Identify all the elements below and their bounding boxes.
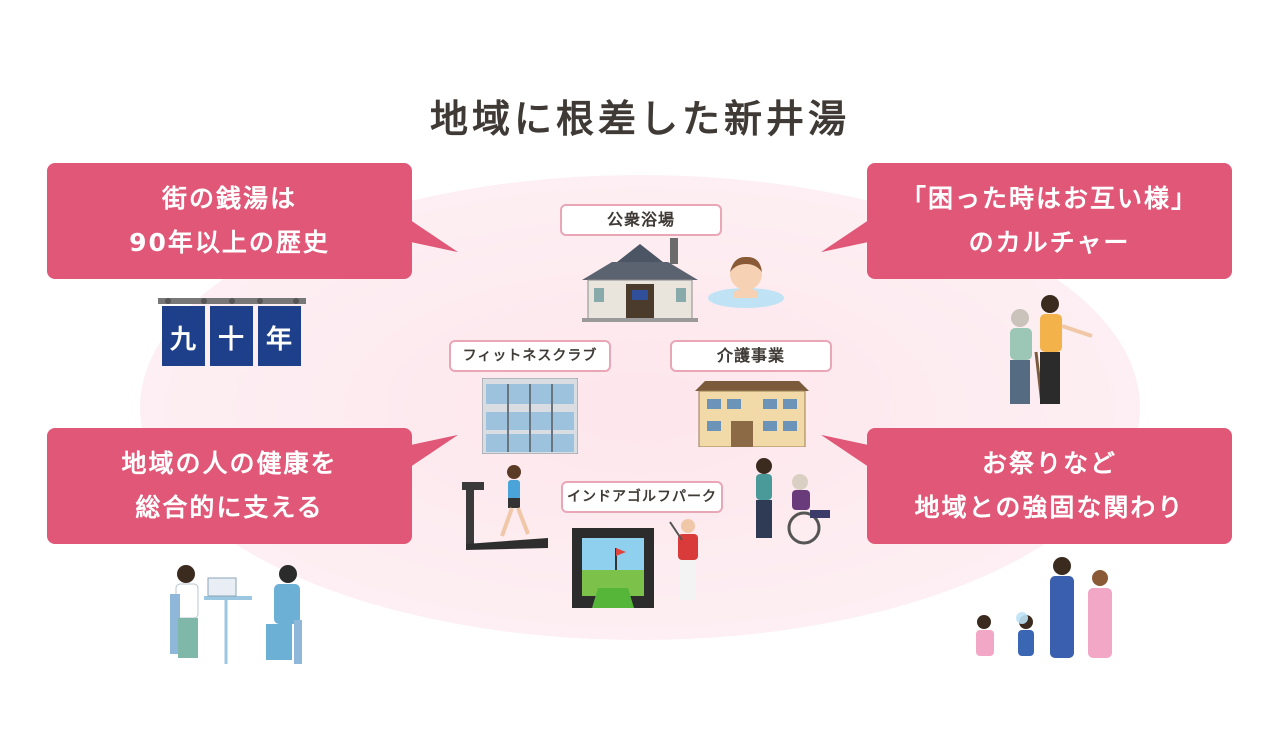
bubble-culture-line-2: のカルチャー (968, 228, 1131, 257)
bubble-culture: 「困った時はお互い様」 のカルチャー (867, 163, 1232, 279)
bubble-history-line-2: 90年以上の歴史 (129, 228, 330, 257)
page-title: 地域に根差した新井湯 (429, 97, 850, 141)
bubble-culture-line-1: 「困った時はお互い様」 (900, 184, 1198, 213)
tag-fitness-club: フィットネスクラブ (449, 340, 611, 372)
bubble-festival: お祭りなど 地域との強固な関わり (867, 428, 1232, 544)
bubble-health-line-2: 総合的に支える (135, 493, 324, 522)
festival-family-illustration (976, 557, 1112, 658)
bubble-health-line-1: 地域の人の健康を (121, 449, 338, 478)
elderly-support-illustration (1010, 295, 1093, 405)
noren-char-3: 年 (266, 324, 292, 355)
consultation-illustration (170, 565, 302, 664)
wheelchair-care-illustration (756, 458, 830, 545)
noren-char-1: 九 (169, 325, 196, 355)
bubble-festival-line-1: お祭りなど (981, 449, 1117, 478)
bathhouse-illustration (582, 238, 698, 322)
golf-simulator-illustration (572, 528, 654, 608)
fitness-building-illustration (482, 378, 578, 454)
tag-indoor-golf: インドアゴルフパーク (561, 481, 723, 513)
noren-char-2: 十 (218, 325, 244, 355)
bubble-health: 地域の人の健康を 総合的に支える (47, 428, 412, 544)
noren-curtain-illustration: 九 十 年 (158, 298, 306, 366)
tag-public-bath: 公衆浴場 (560, 204, 722, 236)
treadmill-runner-illustration (462, 465, 548, 550)
care-facility-illustration (695, 381, 809, 447)
golfer-illustration (669, 519, 698, 600)
tag-care-business: 介護事業 (670, 340, 832, 372)
bubble-festival-line-2: 地域との強固な関わり (914, 493, 1185, 522)
bubble-history: 街の銭湯は 90年以上の歴史 (47, 163, 412, 279)
bubble-history-line-1: 街の銭湯は (161, 184, 297, 213)
bathing-person-illustration (708, 256, 784, 308)
